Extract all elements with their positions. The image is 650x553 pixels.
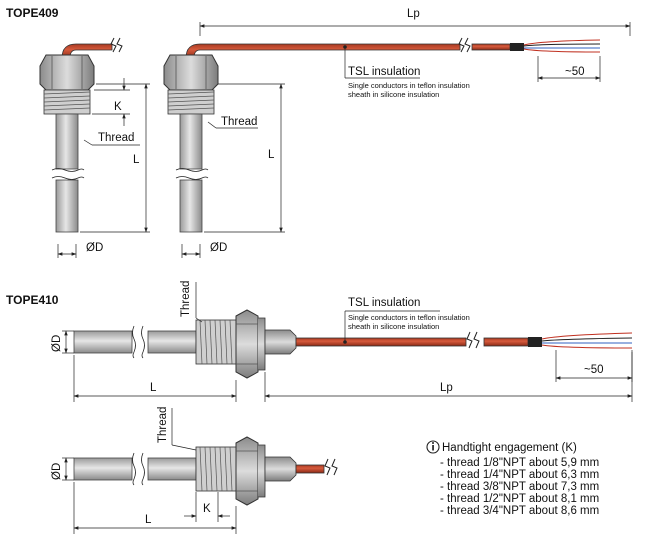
engagement-info: Handtight engagement (K) - thread 1/8"NP… — [426, 440, 599, 517]
tope410-title: TOPE410 — [6, 293, 59, 307]
tope410-d-label-bottom: ØD — [51, 463, 63, 480]
tope410-upper-thread — [195, 319, 237, 365]
engagement-row: - thread 3/8"NPT about 7,3 mm — [440, 481, 599, 493]
tope410-lower-hex-nut — [235, 436, 297, 506]
tope409-right-thread — [167, 89, 215, 115]
tope409-tsl-label: TSL insulation — [348, 66, 420, 78]
tope409-thread-label-left: Thread — [98, 132, 134, 144]
tope409-l-label-right: L — [268, 149, 275, 161]
engagement-row: - thread 1/8"NPT about 5,9 mm — [440, 457, 599, 469]
tope409-left-thread — [43, 89, 91, 115]
tope410-upper-hex-nut — [235, 309, 297, 379]
tope410-lp-label: Lp — [440, 382, 453, 394]
tope409-tsl-note-2: sheath in silicone insulation — [348, 90, 439, 99]
tope410-lower-dimensions — [62, 408, 237, 534]
tope409-k-label: K — [114, 101, 122, 113]
engagement-row: - thread 1/4"NPT about 6,3 mm — [440, 469, 599, 481]
tope410-lower-thread — [195, 446, 237, 492]
tope409-wire-length-label: ~50 — [565, 66, 585, 78]
tope409-right-dimensions — [181, 22, 631, 258]
tope410-thread-label-top: Thread — [180, 281, 192, 317]
tope409-title: TOPE409 — [6, 6, 59, 20]
tope409-l-label-left: L — [133, 154, 140, 166]
tope409-d-label-left: ØD — [86, 242, 103, 254]
tope409-right-rod — [175, 113, 209, 233]
tope409-thread-label-right: Thread — [221, 116, 257, 128]
tope409-lp-label: Lp — [407, 8, 420, 20]
tope409-left-hex-nut — [39, 54, 95, 91]
tope409-right-cable — [185, 37, 601, 59]
engagement-row: - thread 1/2"NPT about 8,1 mm — [440, 493, 599, 505]
tope410-l-label-top: L — [150, 382, 157, 394]
tope409-left-rod — [51, 113, 85, 233]
tope410-lower-cable-stub — [295, 458, 338, 476]
tope410-wire-length-label: ~50 — [584, 364, 604, 376]
tope410-l-label-bottom: L — [145, 514, 152, 526]
tope410-upper-dimensions — [62, 282, 633, 402]
engagement-heading: Handtight engagement (K) — [442, 442, 577, 454]
tope409-d-label-right: ØD — [210, 242, 227, 254]
tope409-left-dimensions — [57, 78, 150, 258]
info-circle-icon — [426, 440, 440, 454]
tope410-tsl-note-2: sheath in silicone insulation — [348, 322, 439, 331]
tope410-d-label-top: ØD — [51, 335, 63, 352]
tope410-thread-label-bottom: Thread — [157, 407, 169, 443]
tope410-k-label: K — [203, 503, 211, 515]
engagement-row: - thread 3/4"NPT about 8,6 mm — [440, 505, 599, 517]
tope410-upper-rod — [73, 325, 197, 359]
tope410-lower-rod — [73, 452, 197, 486]
tope410-upper-cable — [295, 331, 633, 349]
tope410-tsl-note-1: Single conductors in teflon insulation — [348, 313, 470, 322]
tope410-tsl-label: TSL insulation — [348, 297, 420, 309]
tope409-tsl-note-1: Single conductors in teflon insulation — [348, 81, 470, 90]
tope409-right-hex-nut — [163, 54, 219, 91]
